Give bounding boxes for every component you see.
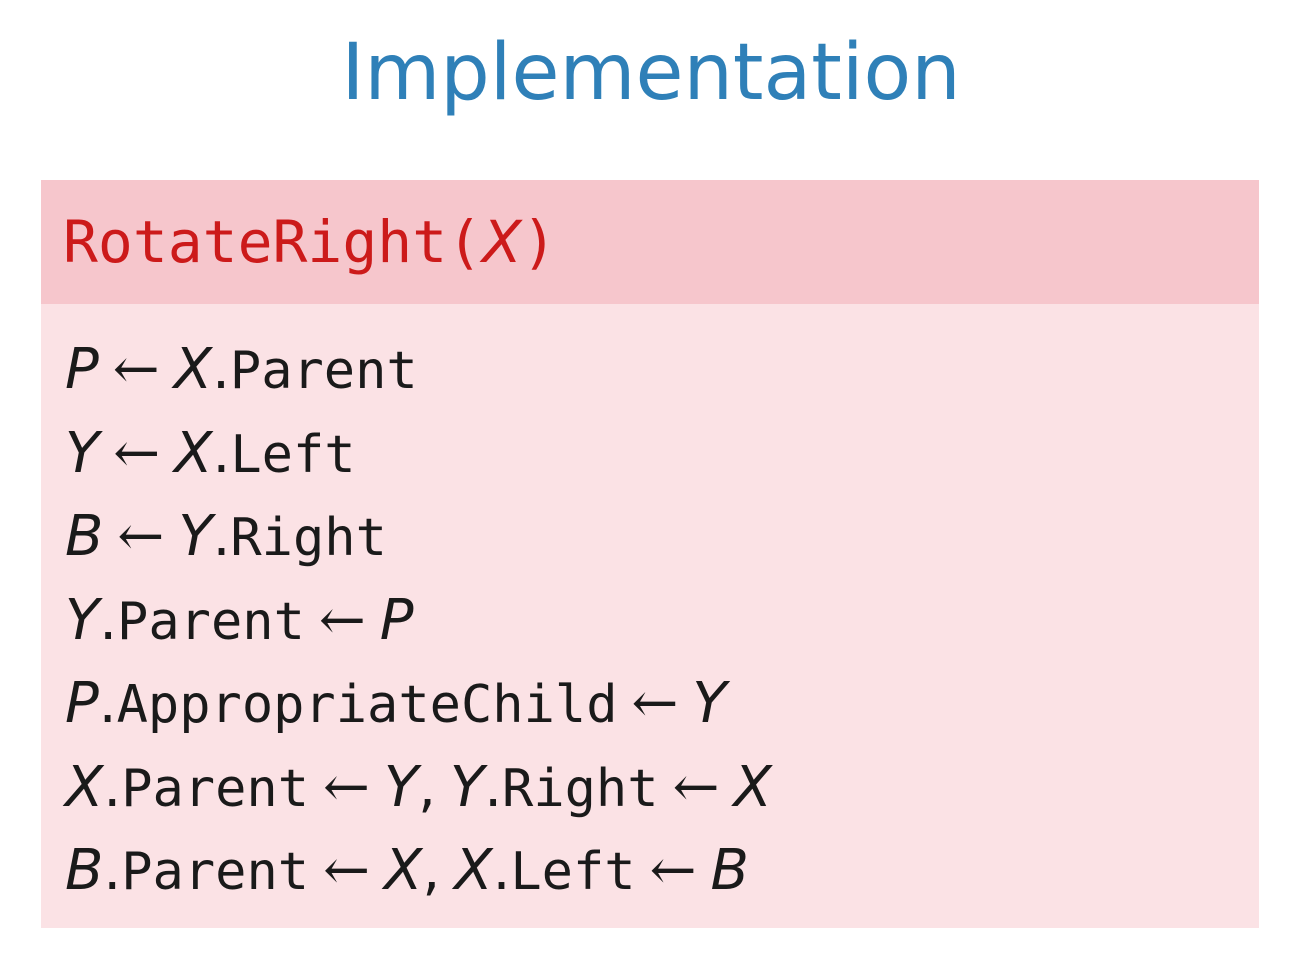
variable: B [65,838,104,903]
variable: X [384,838,423,903]
variable: B [65,504,104,569]
function-name: RotateRight [63,208,448,276]
variable: X [454,838,493,903]
variable: X [733,754,772,820]
code-line: X.Parent←Y,Y.Right←X [65,746,772,830]
field-name: Parent [121,758,310,819]
comma: , [418,754,436,820]
variable: Y [383,754,419,820]
field-name: AppropriateChild [116,675,618,735]
variable: X [174,420,213,486]
block-header: RotateRight(X) [41,180,1259,304]
block-body: P←X.Parent Y←X.Left B←Y.Right Y.Parent←P… [65,328,772,913]
code-line: Y←X.Left [65,412,772,496]
code-line: B←Y.Right [65,495,772,579]
variable: Y [449,754,485,820]
field-name: Right [230,508,387,568]
field-name: Parent [117,591,305,652]
assign-arrow: ← [323,838,370,903]
variable: P [379,587,414,653]
assign-arrow: ← [113,420,161,486]
variable: Y [178,504,213,569]
field-name: Parent [121,842,310,902]
dot: . [98,671,117,736]
code-line: P←X.Parent [65,328,772,412]
assign-arrow: ← [112,337,160,402]
variable: X [65,754,104,820]
dot: . [212,337,230,402]
variable: P [65,671,99,736]
field-name: Left [230,424,356,485]
variable: P [65,337,99,402]
field-name: Left [510,842,636,902]
variable: Y [692,671,727,736]
variable: B [710,838,749,903]
field-name: Right [502,758,659,819]
block-title: RotateRight(X) [63,180,557,304]
dot: . [484,754,503,820]
code-line: B.Parent←X,X.Left←B [65,829,772,913]
assign-arrow: ← [672,754,720,820]
variable: X [173,337,213,402]
dot: . [103,838,122,903]
code-line: P.AppropriateChild←Y [65,662,772,746]
variable: Y [65,420,100,486]
close-paren: ) [521,208,557,276]
assign-arrow: ← [649,838,697,903]
slide-title: Implementation [341,28,961,118]
algorithm-block: RotateRight(X) P←X.Parent Y←X.Left B←Y.R… [41,180,1259,928]
code-line: Y.Parent←P [65,579,772,663]
assign-arrow: ← [117,504,165,569]
dot: . [212,420,231,486]
dot: . [103,754,122,820]
field-name: Parent [229,341,418,401]
variable: Y [65,587,100,653]
assign-arrow: ← [318,587,366,653]
dot: . [492,838,511,903]
function-argument: X [482,208,522,276]
assign-arrow: ← [631,671,679,736]
dot: . [99,587,118,653]
comma: , [422,838,441,903]
open-paren: ( [447,208,483,276]
assign-arrow: ← [323,754,370,820]
dot: . [212,504,231,569]
